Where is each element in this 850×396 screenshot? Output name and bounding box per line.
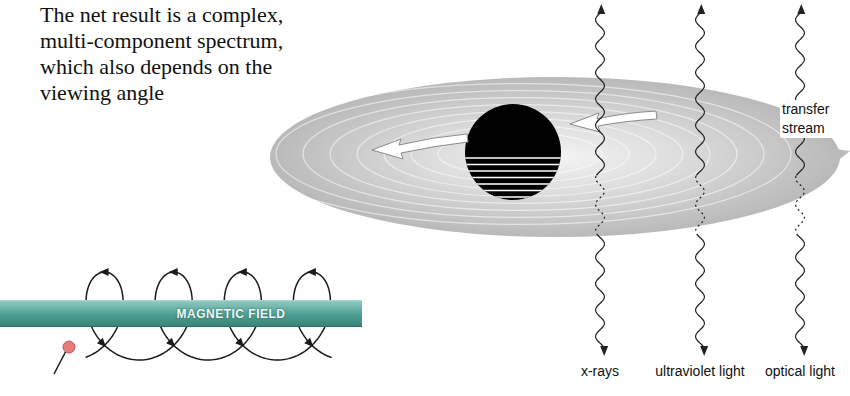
charged-particle — [63, 341, 75, 353]
accretion-disk — [270, 77, 840, 237]
disk-ring — [249, 84, 791, 225]
emission-waves — [596, 4, 809, 356]
direction-arrowhead — [97, 338, 109, 350]
wave-line — [596, 176, 605, 233]
direction-arrowhead — [166, 338, 178, 350]
wave-label: x-rays — [581, 362, 619, 380]
hole-stripe — [460, 196, 566, 197]
direction-arrowhead — [238, 268, 247, 276]
hole-stripe — [460, 164, 566, 165]
disk-ring — [276, 91, 764, 218]
direction-arrowhead — [100, 268, 109, 276]
hole-stripes — [460, 158, 566, 197]
direction-arrowhead — [307, 268, 316, 276]
stream-label: transfer stream — [780, 100, 846, 138]
wave-line — [796, 176, 805, 233]
hole-stripe — [460, 190, 566, 191]
wave-line — [696, 176, 705, 233]
hole-stripe — [460, 170, 566, 171]
hole-stripe — [460, 157, 566, 158]
direction-arrowhead — [169, 268, 178, 276]
direction-arrowhead — [235, 338, 247, 350]
black-hole — [465, 104, 561, 200]
rotation-arrow — [372, 134, 468, 159]
particle-path — [54, 351, 66, 374]
wave-head — [600, 346, 608, 356]
wave-head — [700, 346, 708, 356]
magnetic-field-tube: MAGNETIC FIELD — [0, 300, 362, 327]
wave-line — [796, 234, 805, 348]
wave-head — [597, 4, 605, 14]
wave-head — [800, 346, 808, 356]
disk-rings — [249, 84, 791, 225]
direction-arrowhead — [304, 338, 316, 350]
wave-line — [596, 12, 605, 176]
wave-line — [796, 12, 805, 176]
wave-line — [696, 12, 705, 176]
field-label: MAGNETIC FIELD — [177, 307, 286, 321]
hole-stripe — [460, 183, 566, 184]
wave-head — [697, 4, 705, 14]
hole-stripe — [460, 177, 566, 178]
disk-ring — [330, 105, 710, 204]
wave-head — [797, 4, 805, 14]
wave-line — [696, 234, 705, 348]
wave-line — [596, 234, 605, 348]
rotation-arrow — [570, 111, 657, 132]
caption-note: The net result is a complex, multi-compo… — [40, 2, 285, 106]
disk-ring — [303, 98, 737, 211]
wave-label: optical light — [765, 362, 835, 380]
wave-label: ultraviolet light — [655, 362, 745, 380]
